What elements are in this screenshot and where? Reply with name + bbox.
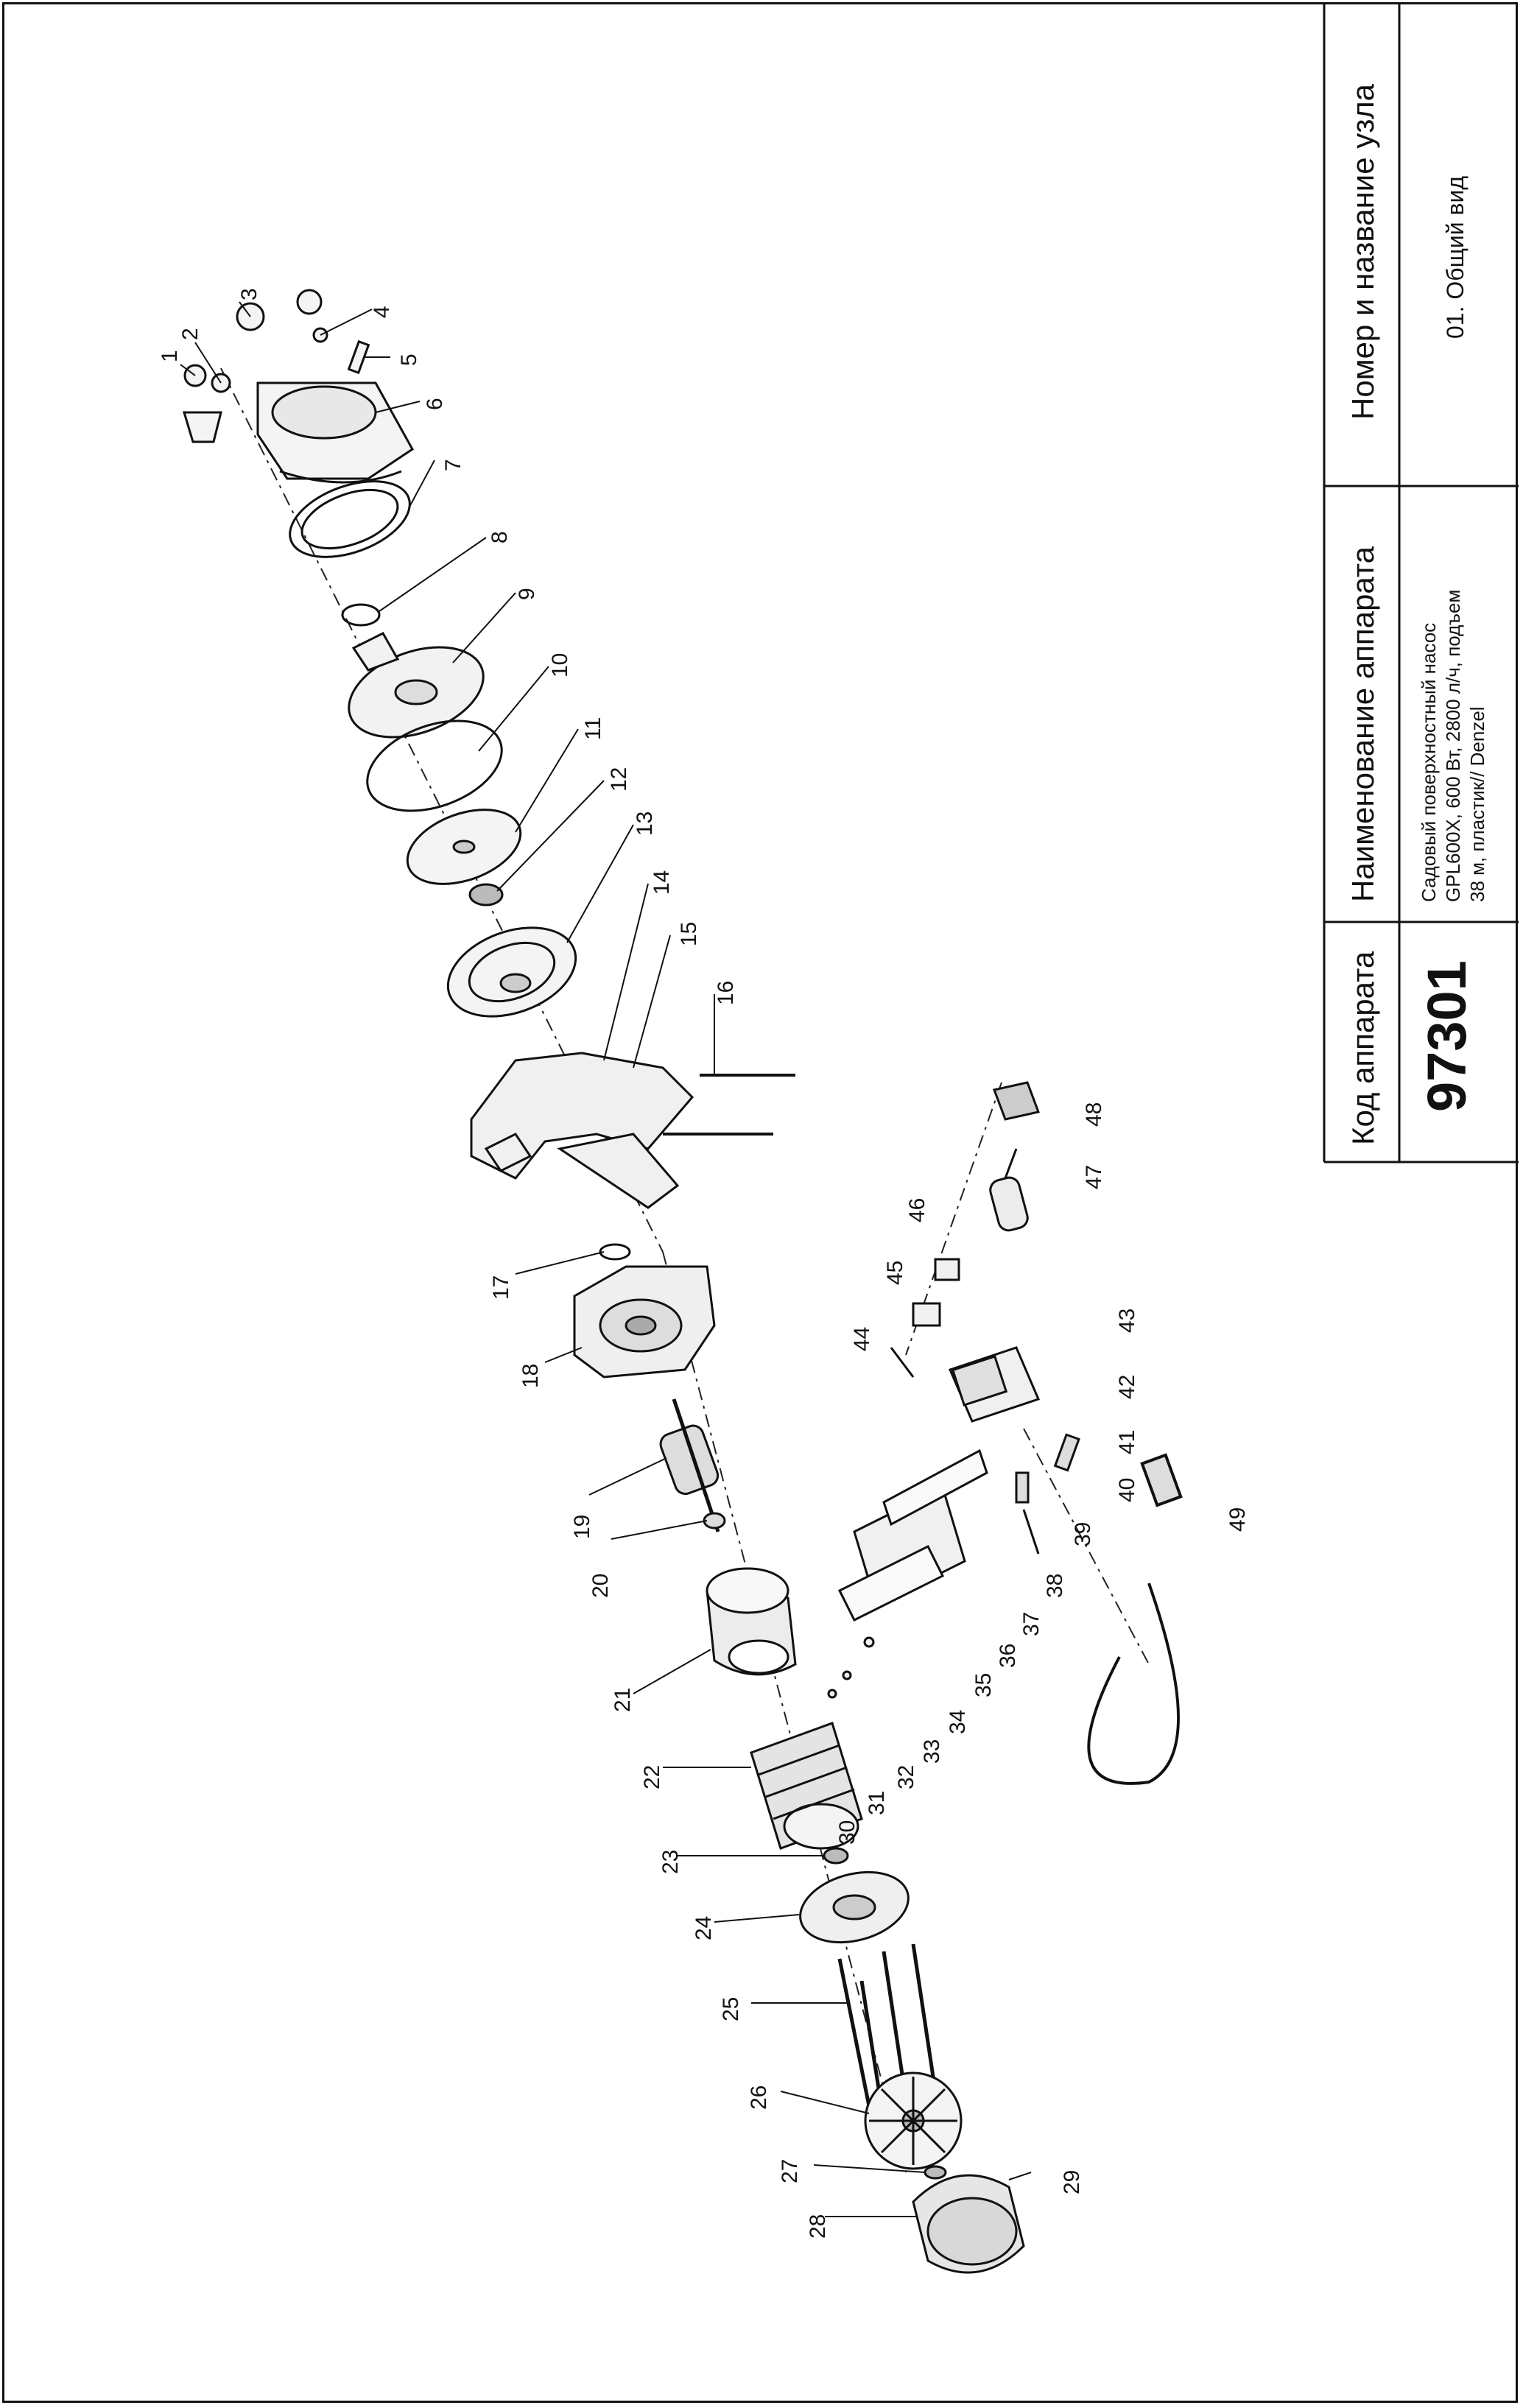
power-cord-part	[1087, 1453, 1183, 1785]
part-number-18: 18	[518, 1364, 543, 1388]
part-number-43: 43	[1115, 1309, 1139, 1333]
base-frame-part	[470, 1052, 694, 1209]
part-number-25: 25	[719, 1997, 743, 2021]
part-number-33: 33	[920, 1739, 944, 1764]
code-header: Код аппарата	[1346, 951, 1380, 1145]
part-number-30: 30	[835, 1820, 859, 1845]
leader-lines	[180, 301, 1032, 2217]
part-number-27: 27	[778, 2159, 802, 2183]
part-number-6: 6	[423, 398, 447, 410]
part-number-1: 1	[158, 350, 182, 362]
part-number-28: 28	[806, 2214, 830, 2239]
part-number-38: 38	[1043, 1574, 1067, 1598]
o-ring-part	[366, 719, 503, 812]
part-number-42: 42	[1115, 1375, 1139, 1399]
part-number-2: 2	[178, 328, 203, 340]
small-seal-part	[341, 603, 381, 627]
assembly-header: Номер и название узла	[1346, 84, 1380, 420]
part-number-4: 4	[370, 306, 394, 318]
stator-part	[706, 1567, 797, 1676]
part-number-49: 49	[1225, 1507, 1250, 1532]
part-number-13: 13	[633, 812, 657, 836]
spring-washer-part	[823, 1847, 849, 1865]
capacitor-clamp-part	[992, 1081, 1041, 1121]
part-number-46: 46	[905, 1198, 929, 1222]
part-number-26: 26	[747, 2085, 771, 2110]
part-number-17: 17	[489, 1275, 513, 1300]
rotor-part	[659, 1398, 726, 1532]
name-line-2: GPL600X, 600 Вт, 2800 л/ч, подъем	[1442, 589, 1464, 902]
part-number-3: 3	[237, 288, 261, 300]
end-shield-part	[799, 1870, 910, 1944]
part-number-31: 31	[865, 1791, 889, 1815]
part-number-45: 45	[883, 1261, 907, 1285]
part-number-22: 22	[640, 1765, 664, 1789]
part-number-24: 24	[692, 1916, 716, 1940]
part-number-29: 29	[1060, 2170, 1084, 2194]
part-number-callouts: 1 2 3 4 5 6 7 8 9 10 11 12 13 14 15 16 1…	[158, 288, 1250, 2239]
part-number-34: 34	[946, 1710, 970, 1734]
fan-clip-part	[924, 2165, 947, 2180]
part-number-40: 40	[1115, 1478, 1139, 1502]
part-number-15: 15	[677, 922, 701, 946]
title-block-lines	[1323, 4, 1519, 1163]
code-value: 97301	[1416, 960, 1477, 1112]
part-number-10: 10	[548, 653, 572, 677]
fan-cover-part	[912, 2174, 1025, 2274]
part-number-21: 21	[611, 1688, 635, 1712]
part-number-39: 39	[1071, 1522, 1095, 1546]
part-number-20: 20	[588, 1574, 613, 1598]
cover-plate-part	[446, 926, 577, 1018]
pump-housing-part	[182, 289, 414, 484]
part-number-16: 16	[714, 981, 738, 1005]
part-number-23: 23	[658, 1850, 683, 1874]
cooling-fan-part	[864, 2071, 963, 2170]
name-header: Наименование аппарата	[1346, 546, 1380, 902]
part-number-8: 8	[488, 531, 512, 543]
name-line-1: Садовый поверхностный насос	[1418, 622, 1440, 902]
part-number-5: 5	[397, 353, 421, 366]
bolt-pair-part	[663, 1074, 795, 1136]
assembly-value: 01. Общий вид	[1442, 175, 1469, 339]
terminal-box-part	[827, 1448, 988, 1699]
part-number-19: 19	[570, 1515, 594, 1539]
mechanical-seal-part	[468, 883, 504, 906]
part-number-47: 47	[1082, 1165, 1106, 1189]
impeller-plate-part	[406, 809, 522, 885]
part-number-35: 35	[971, 1673, 996, 1697]
capacitor-part	[989, 1148, 1029, 1232]
gasket-ring-part	[289, 480, 411, 558]
part-number-37: 37	[1019, 1612, 1044, 1636]
name-line-3: 38 м, пластик// Denzel	[1466, 706, 1488, 902]
diffuser-part	[348, 632, 485, 739]
motor-body-part	[750, 1722, 863, 1850]
part-number-44: 44	[850, 1327, 874, 1351]
motor-flange-part	[573, 1265, 716, 1379]
part-number-11: 11	[581, 717, 605, 740]
part-number-48: 48	[1082, 1102, 1106, 1127]
part-number-9: 9	[515, 588, 539, 600]
washer-part	[599, 1243, 631, 1261]
part-number-36: 36	[996, 1644, 1020, 1668]
part-number-7: 7	[441, 459, 465, 471]
switch-box-part	[890, 1258, 1041, 1423]
part-number-41: 41	[1115, 1430, 1139, 1454]
part-number-32: 32	[894, 1765, 918, 1789]
part-number-14: 14	[650, 870, 674, 895]
part-number-12: 12	[607, 767, 631, 792]
cable-gland-part	[1015, 1433, 1080, 1555]
